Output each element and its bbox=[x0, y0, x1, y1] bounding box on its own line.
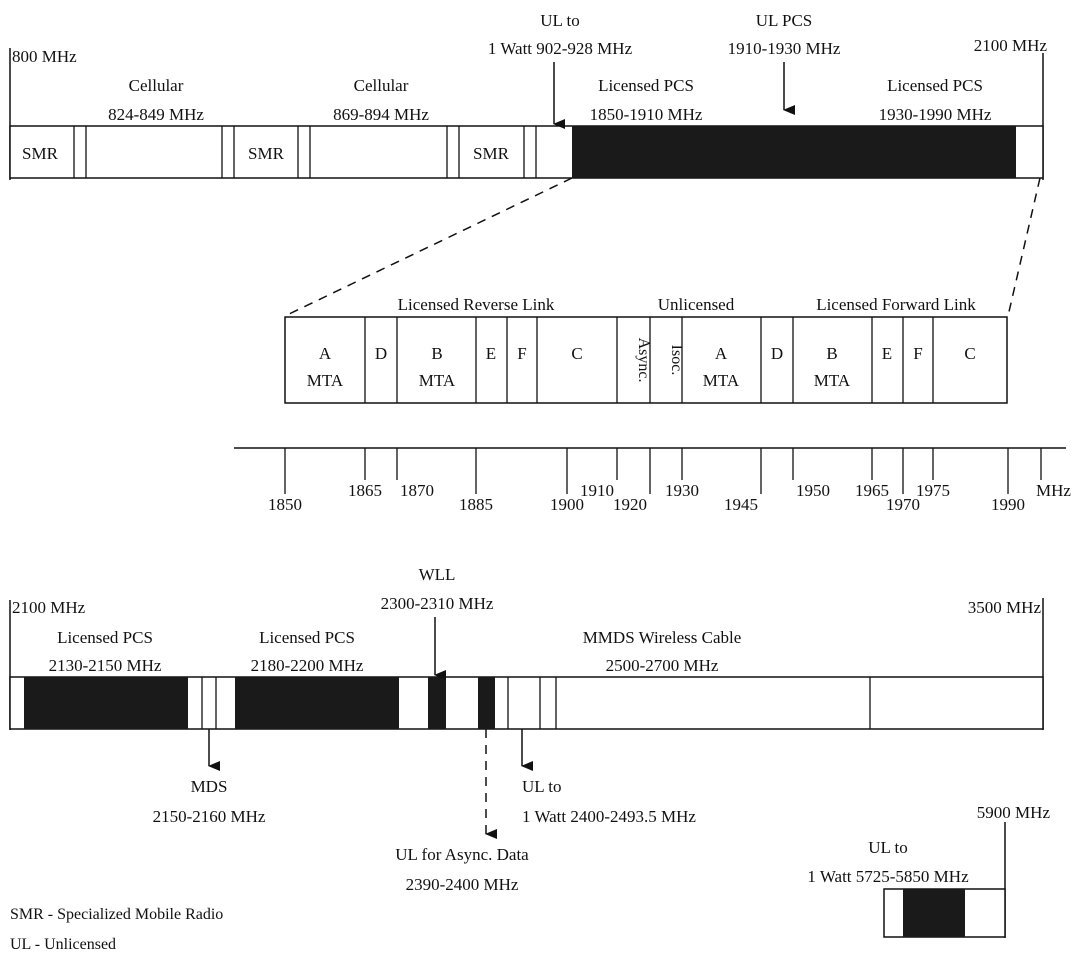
ul-2400-line1: UL to bbox=[522, 777, 562, 796]
ul-async-range: 2390-2400 MHz bbox=[406, 875, 519, 894]
block-mta3: MTA bbox=[703, 371, 740, 390]
axis-tick-label-1850: 1850 bbox=[268, 495, 302, 514]
forward-link-label: Licensed Forward Link bbox=[816, 295, 976, 314]
band2-pcs1-range: 2130-2150 MHz bbox=[49, 656, 162, 675]
block-b1: B bbox=[431, 344, 442, 363]
band3-ul-line2: 1 Watt 5725-5850 MHz bbox=[807, 867, 969, 886]
band2-wll-fill bbox=[428, 677, 446, 729]
block-mta2: MTA bbox=[419, 371, 456, 390]
band2-pcs2-name: Licensed PCS bbox=[259, 628, 355, 647]
block-e1: E bbox=[486, 344, 496, 363]
block-a2: A bbox=[715, 344, 728, 363]
block-async: Async. bbox=[635, 338, 652, 383]
axis-tick-label-1930: 1930 bbox=[665, 481, 699, 500]
block-c1: C bbox=[571, 344, 582, 363]
cellular1-name: Cellular bbox=[129, 76, 184, 95]
block-f1: F bbox=[517, 344, 526, 363]
legend-ul: UL - Unlicensed bbox=[10, 936, 116, 954]
block-mta1: MTA bbox=[307, 371, 344, 390]
cellular2-range: 869-894 MHz bbox=[333, 105, 429, 124]
axis-tick-label-1900: 1900 bbox=[550, 495, 584, 514]
ul-pcs-line1: UL PCS bbox=[756, 11, 813, 30]
reverse-link-label: Licensed Reverse Link bbox=[398, 295, 555, 314]
mds-range: 2150-2160 MHz bbox=[153, 807, 266, 826]
mmds-name: MMDS Wireless Cable bbox=[583, 628, 742, 647]
pcs-detail: Licensed Reverse Link Unlicensed License… bbox=[234, 295, 1071, 514]
band2-end-label: 3500 MHz bbox=[968, 598, 1042, 617]
axis-unit: MHz bbox=[1036, 481, 1071, 500]
wll-name: WLL bbox=[419, 565, 456, 584]
block-b2: B bbox=[826, 344, 837, 363]
band2-async-fill bbox=[478, 677, 495, 729]
mds-name: MDS bbox=[191, 777, 228, 796]
block-c2: C bbox=[964, 344, 975, 363]
axis-tick-label-1870: 1870 bbox=[400, 481, 434, 500]
axis-tick-label-1970: 1970 bbox=[886, 495, 920, 514]
ul-900-line1: UL to bbox=[540, 11, 580, 30]
block-d1: D bbox=[375, 344, 387, 363]
block-e2: E bbox=[882, 344, 892, 363]
pcs-low-name: Licensed PCS bbox=[598, 76, 694, 95]
wll-range: 2300-2310 MHz bbox=[381, 594, 494, 613]
smr-label-3: SMR bbox=[473, 144, 510, 163]
block-a1: A bbox=[319, 344, 332, 363]
block-mta4: MTA bbox=[814, 371, 851, 390]
band1-pcs-filled bbox=[572, 126, 1016, 178]
ul-900-line2: 1 Watt 902-928 MHz bbox=[488, 39, 633, 58]
pcs-high-name: Licensed PCS bbox=[887, 76, 983, 95]
band2-pcs1-name: Licensed PCS bbox=[57, 628, 153, 647]
unlicensed-label: Unlicensed bbox=[658, 295, 735, 314]
band1-end-label: 2100 MHz bbox=[974, 36, 1048, 55]
block-d2: D bbox=[771, 344, 783, 363]
legend-smr: SMR - Specialized Mobile Radio bbox=[10, 906, 223, 924]
band2-pcs2-fill bbox=[235, 677, 399, 729]
axis-tick-label-1865: 1865 bbox=[348, 481, 382, 500]
ul-2400-line2: 1 Watt 2400-2493.5 MHz bbox=[522, 807, 696, 826]
axis-tick-label-1975: 1975 bbox=[916, 481, 950, 500]
band2-pcs1-fill bbox=[24, 677, 188, 729]
pcs-low-range: 1850-1910 MHz bbox=[590, 105, 703, 124]
smr-label-2: SMR bbox=[248, 144, 285, 163]
axis-tick-label-1885: 1885 bbox=[459, 495, 493, 514]
band1-start-label: 800 MHz bbox=[12, 47, 77, 66]
band3-end-label: 5900 MHz bbox=[977, 803, 1051, 822]
zoom-line-right bbox=[1008, 178, 1040, 316]
band2-pcs2-range: 2180-2200 MHz bbox=[251, 656, 364, 675]
ul-async-name: UL for Async. Data bbox=[395, 845, 529, 864]
block-isoc: Isoc. bbox=[668, 345, 685, 376]
axis-tick-label-1910: 1910 bbox=[580, 481, 614, 500]
smr-label-1: SMR bbox=[22, 144, 59, 163]
cellular1-range: 824-849 MHz bbox=[108, 105, 204, 124]
ul-pcs-line2: 1910-1930 MHz bbox=[728, 39, 841, 58]
band2-start-label: 2100 MHz bbox=[12, 598, 86, 617]
axis-tick-label-1945: 1945 bbox=[724, 495, 758, 514]
axis-tick-label-1965: 1965 bbox=[855, 481, 889, 500]
band-800-2100: 800 MHz 2100 MHz Cellular 824-849 MHz Ce… bbox=[10, 11, 1047, 180]
block-f2: F bbox=[913, 344, 922, 363]
axis-tick-label-1990: 1990 bbox=[991, 495, 1025, 514]
band3-ul-line1: UL to bbox=[868, 838, 908, 857]
mmds-range: 2500-2700 MHz bbox=[606, 656, 719, 675]
band3-fill bbox=[903, 889, 965, 937]
pcs-high-range: 1930-1990 MHz bbox=[879, 105, 992, 124]
cellular2-name: Cellular bbox=[354, 76, 409, 95]
axis-tick-label-1920: 1920 bbox=[613, 495, 647, 514]
axis-tick-label-1950: 1950 bbox=[796, 481, 830, 500]
band-5900: 5900 MHz UL to 1 Watt 5725-5850 MHz bbox=[807, 803, 1050, 938]
